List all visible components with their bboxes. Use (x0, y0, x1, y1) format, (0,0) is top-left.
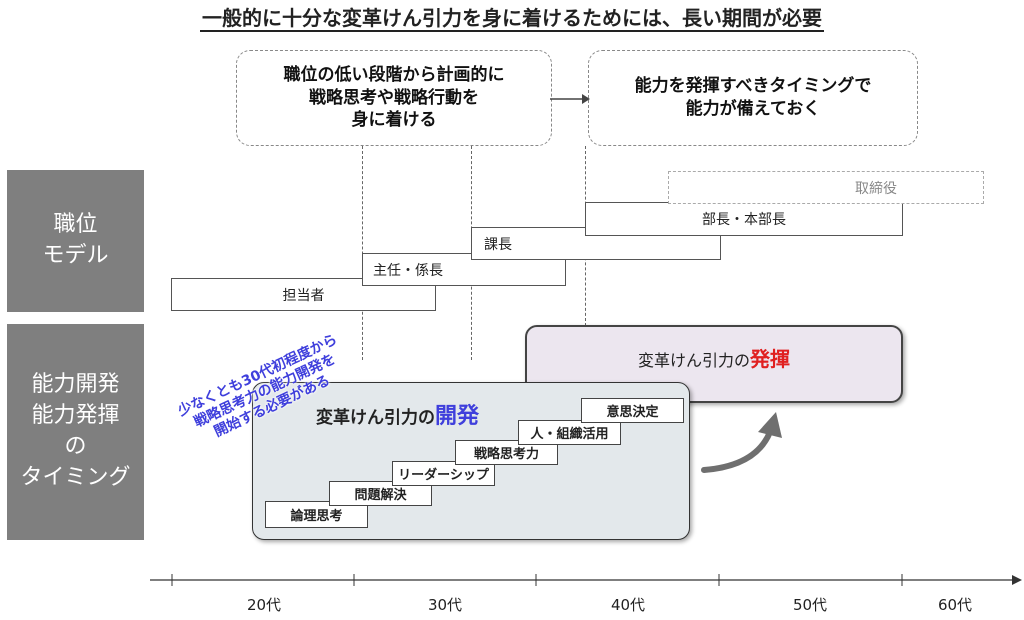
develop-box-label: 変革けん引力の開発 (316, 404, 480, 429)
position-model-label: 職位モデル (7, 170, 144, 312)
age-label-20s: 20代 (246, 596, 282, 614)
age-label-30s: 30代 (427, 596, 463, 614)
step-people-org: 人・組織活用 (518, 420, 621, 445)
timing-box: 能力を発揮すべきタイミングで能力が備えておく (588, 50, 918, 146)
position-torishimariyaku: 取締役 (668, 171, 984, 204)
connector-arrow-icon (550, 94, 590, 104)
age-label-60s: 60代 (937, 596, 973, 614)
age-axis (150, 574, 1022, 586)
age-label-50s: 50代 (792, 596, 828, 614)
exert-box: 変革けん引力の発揮 (525, 325, 903, 403)
step-problem-solving: 問題解決 (329, 481, 432, 506)
page-title: 一般的に十分な変革けん引力を身に着けるためには、長い期間が必要 (200, 6, 824, 32)
curved-arrow-icon (701, 412, 782, 473)
plan-box: 職位の低い段階から計画的に戦略思考や戦略行動を身に着ける (236, 50, 552, 146)
position-buchou: 部長・本部長 (585, 202, 903, 236)
ability-timing-label: 能力開発能力発揮のタイミング (7, 324, 144, 540)
step-leadership: リーダーシップ (392, 461, 495, 486)
age-label-40s: 40代 (610, 596, 646, 614)
step-decision-making: 意思決定 (581, 398, 684, 423)
